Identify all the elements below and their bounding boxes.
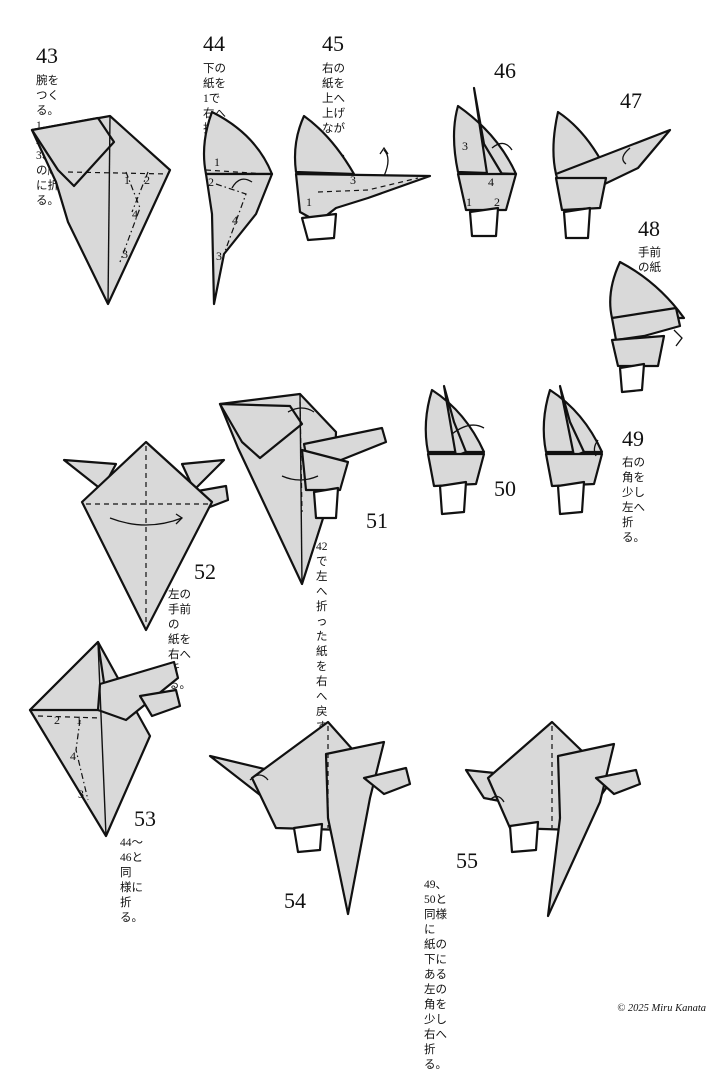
fold-label: 1 [466,195,472,209]
diagram-51 [218,392,388,586]
arm-flap [442,384,468,458]
arm-flap [610,306,682,342]
diagram-48 [609,260,686,394]
model-body [546,742,616,918]
diagram-53: 2 1 4 3 [28,640,182,838]
fold-label: 1 [306,195,312,209]
base-flap [312,486,340,520]
step-number: 50 [494,476,516,501]
step-caption: 44〜46と同 様に折る。 [120,837,143,924]
arm-flap [30,116,116,188]
model-body [544,452,604,488]
diagram-46: 3 4 1 2 [452,86,518,238]
right-ear [180,458,226,492]
base-flap [438,480,468,516]
step-number: 51 [366,508,388,533]
base-flap [292,822,324,854]
fold-label: 4 [70,749,76,763]
arm-flap [294,172,432,224]
model-body [80,440,214,632]
base-flap [300,212,338,242]
fold-label: 3 [216,249,222,263]
fold-label: 3 [462,139,468,153]
model-body [610,334,666,368]
step-caption: 左の手前の 紙を右へ折る。 [168,589,191,691]
fold-label: 2 [144,173,150,187]
base-flap [508,820,540,854]
fold-label: 3 [350,173,356,187]
fold-label: 2 [494,195,500,209]
step-number: 55 [456,848,478,873]
base-flap [562,206,592,240]
model-top [609,260,686,320]
diagram-45: 3 1 [293,114,432,242]
diagram-55 [464,720,642,918]
fold-label: 1 [214,155,220,169]
diagram-49 [542,384,604,516]
arm-flap [218,402,304,460]
model-chest [300,448,350,492]
diagram-43: 1 2 4 3 [30,114,172,306]
base-flap [468,206,500,238]
left-flap [28,640,110,712]
step-number: 52 [194,559,216,584]
step-number: 48 [638,216,660,241]
step-caption: 49、50と同様に 紙の下にある 左の角を少し 右へ折る。 [424,879,447,1071]
step-number: 47 [620,88,642,113]
fold-label: 2 [208,175,214,189]
fold-label: 1 [124,173,130,187]
copyright-credit: © 2025 Miru Kanata [617,1003,706,1014]
right-arm [362,766,412,796]
step-caption: 右の角を少し 左へ折る。 [622,457,645,544]
model-body [554,176,608,212]
step-number: 45 [322,31,344,56]
model-top [293,114,356,176]
arm-flap [558,384,586,458]
fold-label: 4 [488,175,494,189]
model-body [426,452,486,488]
diagram-54 [208,720,412,916]
step-number: 43 [36,43,58,68]
diagram-44: 1 2 4 3 [202,110,274,306]
model-top [542,388,604,454]
diagram-47 [552,110,672,240]
step-number: 54 [284,888,306,913]
fold-label: 1 [76,713,82,727]
fold-label: 3 [122,247,128,261]
model-body [204,172,274,306]
step-number: 49 [622,426,644,451]
hand [138,688,182,718]
diagram-52 [62,440,230,632]
fold-label: 4 [232,213,238,227]
base-flap [556,480,586,516]
step-number: 44 [203,31,225,56]
fold-label: 3 [78,787,84,801]
model-body [324,740,386,916]
fold-label: 2 [54,713,60,727]
base-flap [618,362,646,394]
diagram-50 [424,384,486,516]
model-body [456,172,518,212]
step-number: 46 [494,58,516,83]
fold-label: 4 [132,207,138,221]
step-number: 53 [134,806,156,831]
right-arm [594,768,642,796]
